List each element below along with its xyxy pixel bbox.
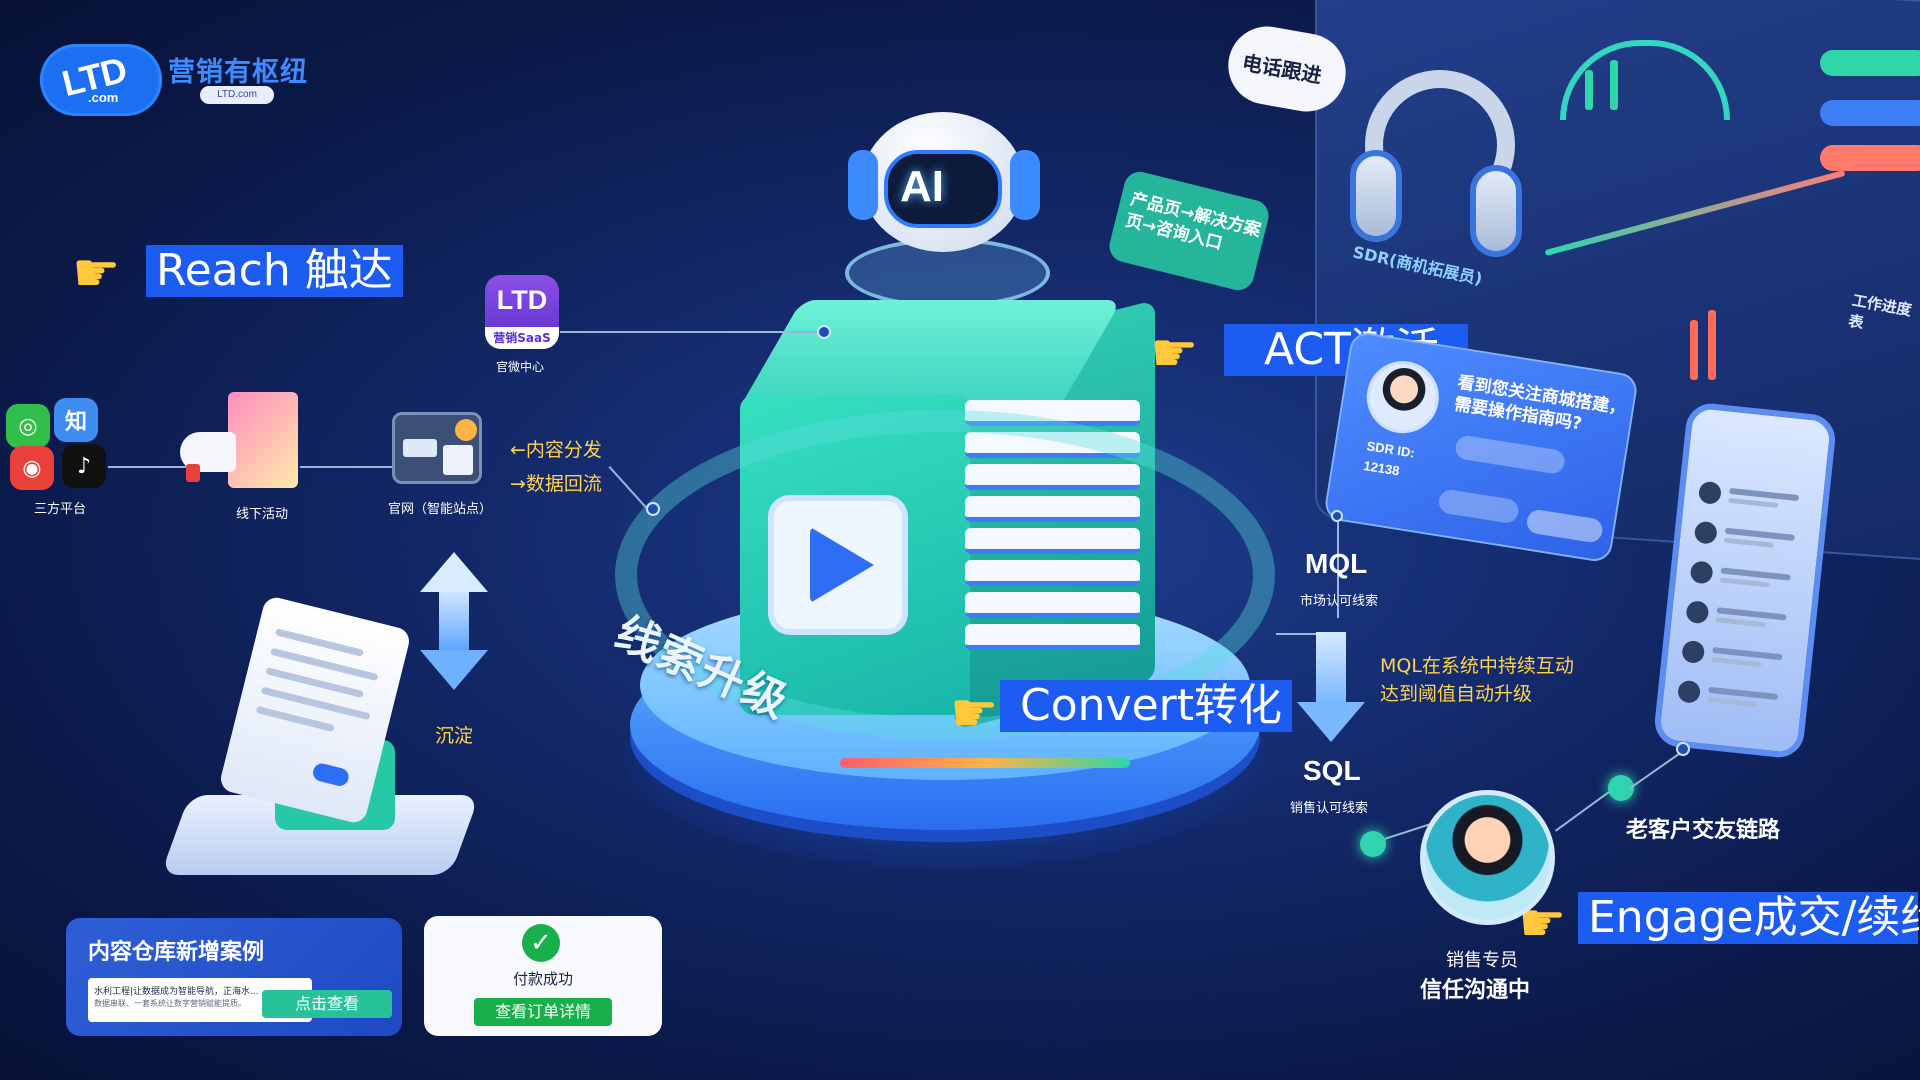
mql-desc: 市场认可线索 <box>1300 594 1379 609</box>
chat-reply-chip[interactable] <box>1453 434 1567 476</box>
website-icon <box>392 412 482 484</box>
sql-desc: 销售认可线索 <box>1290 801 1369 816</box>
connector-line <box>1276 633 1336 635</box>
sales-avatar <box>1420 790 1555 925</box>
payment-status: 付款成功 <box>512 970 573 988</box>
deposit-label: 沉淀 <box>435 725 474 747</box>
product-path-text: 产品页→解决方案页→咨询入口 <box>1123 189 1263 255</box>
dashboard-pill-green <box>1820 50 1920 76</box>
sdr-avatar <box>1361 355 1445 439</box>
pointing-hand-icon: ☛ <box>1150 321 1199 384</box>
wechat-icon: ◎ <box>6 404 50 448</box>
content-box-top <box>738 300 1122 410</box>
robot-ai-text: AI <box>900 162 944 211</box>
ltd-app-badge: 营销SaaS <box>485 327 559 349</box>
robot-ear-right <box>1010 150 1040 220</box>
referral-label: 老客户交友链路 <box>1626 818 1781 843</box>
up-arrow-icon <box>420 552 488 592</box>
case-thumbnail-desc: 数据串联、一套系统让数字营销赋能提质。 <box>94 999 246 1008</box>
brand-title: 营销有枢纽 <box>168 57 308 88</box>
content-case-card: 内容仓库新增案例 水利工程|让数据成为智能导航，正海水... 数据串联、一套系统… <box>66 918 402 1036</box>
flow-distribute: ←内容分发 <box>510 439 602 461</box>
douyin-icon: ♪ <box>62 444 106 488</box>
connector-dot <box>1608 775 1634 801</box>
robot-face <box>884 150 1002 228</box>
connector-dot <box>646 502 660 516</box>
sales-role: 销售专员 <box>1446 950 1518 971</box>
connector-dot <box>1676 742 1690 756</box>
connector-line <box>608 466 647 509</box>
channel-label: 线下活动 <box>236 507 289 522</box>
channel-label: 三方平台 <box>34 502 87 517</box>
dashboard-bar <box>1690 320 1698 380</box>
connector-line <box>1337 518 1339 618</box>
progress-strip <box>840 758 1130 768</box>
connector-line <box>108 466 198 468</box>
product-path-bubble: 产品页→解决方案页→咨询入口 <box>1106 168 1272 294</box>
upgrade-rule-1: MQL在系统中持续互动 <box>1380 655 1574 677</box>
dashboard-pill-red <box>1820 145 1920 171</box>
headphone-cup-right <box>1470 165 1522 257</box>
channel-label: 官网（智能站点） <box>388 502 493 517</box>
zhihu-glyph: 知 <box>64 410 87 435</box>
content-card-title: 内容仓库新增案例 <box>88 940 265 965</box>
check-icon: ✓ <box>522 924 560 962</box>
ltd-app-label: 官微中心 <box>496 360 545 374</box>
connector-line <box>1555 785 1617 832</box>
brand-logo-sub: .com <box>88 90 119 105</box>
phone-followup-text: 电话跟进 <box>1240 50 1324 88</box>
zhihu-icon: 知 <box>54 398 98 442</box>
connector-dot <box>817 325 831 339</box>
upgrade-rule-2: 达到阈值自动升级 <box>1380 683 1533 705</box>
sql-label: SQL <box>1303 755 1361 786</box>
payment-success-card: ✓ 付款成功 查看订单详情 <box>424 916 662 1036</box>
pointing-hand-icon: ☛ <box>72 241 121 304</box>
pointing-hand-icon: ☛ <box>950 681 999 744</box>
dashboard-pill-blue <box>1820 100 1920 126</box>
stage-convert-label: Convert转化 <box>1000 680 1292 732</box>
view-order-button[interactable]: 查看订单详情 <box>474 998 612 1026</box>
ltd-app-title: LTD <box>496 285 548 315</box>
offline-event-icon <box>180 392 300 492</box>
headphone-cup-left <box>1350 150 1402 242</box>
connector-line <box>560 331 820 333</box>
connector-line <box>300 466 395 468</box>
view-case-button[interactable]: 点击查看 <box>262 990 392 1018</box>
case-thumbnail-title: 水利工程|让数据成为智能导航，正海水... <box>94 987 259 997</box>
weibo-icon: ◉ <box>10 446 54 490</box>
stage-engage-label: Engage成交/续约 <box>1578 892 1920 944</box>
chat-action-button[interactable] <box>1437 488 1521 525</box>
down-arrow-icon <box>1297 702 1365 742</box>
ltd-app-icon: LTD 营销SaaS <box>485 275 559 349</box>
connector-dot <box>1331 510 1343 522</box>
arrow-shaft <box>1316 632 1346 702</box>
sales-status: 信任沟通中 <box>1420 978 1531 1003</box>
brand-logo: LTD .com <box>40 44 162 116</box>
stage-reach-label: Reach 触达 <box>146 245 403 297</box>
flow-return: →数据回流 <box>510 473 602 495</box>
dashboard-bar <box>1585 70 1593 110</box>
sdr-id: SDR ID: 12138 <box>1362 436 1416 483</box>
sdr-chat-message: 看到您关注商城搭建，需要操作指南吗? <box>1452 372 1628 435</box>
down-arrow-icon <box>420 650 488 690</box>
chat-action-button[interactable] <box>1525 508 1605 544</box>
robot-ear-left <box>848 150 878 220</box>
brand-domain-badge: LTD.com <box>200 86 274 104</box>
connector-dot <box>1360 831 1386 857</box>
arrow-shaft <box>439 592 469 650</box>
mql-label: MQL <box>1305 548 1368 579</box>
dashboard-bar <box>1708 310 1716 380</box>
dashboard-bar <box>1610 60 1618 110</box>
